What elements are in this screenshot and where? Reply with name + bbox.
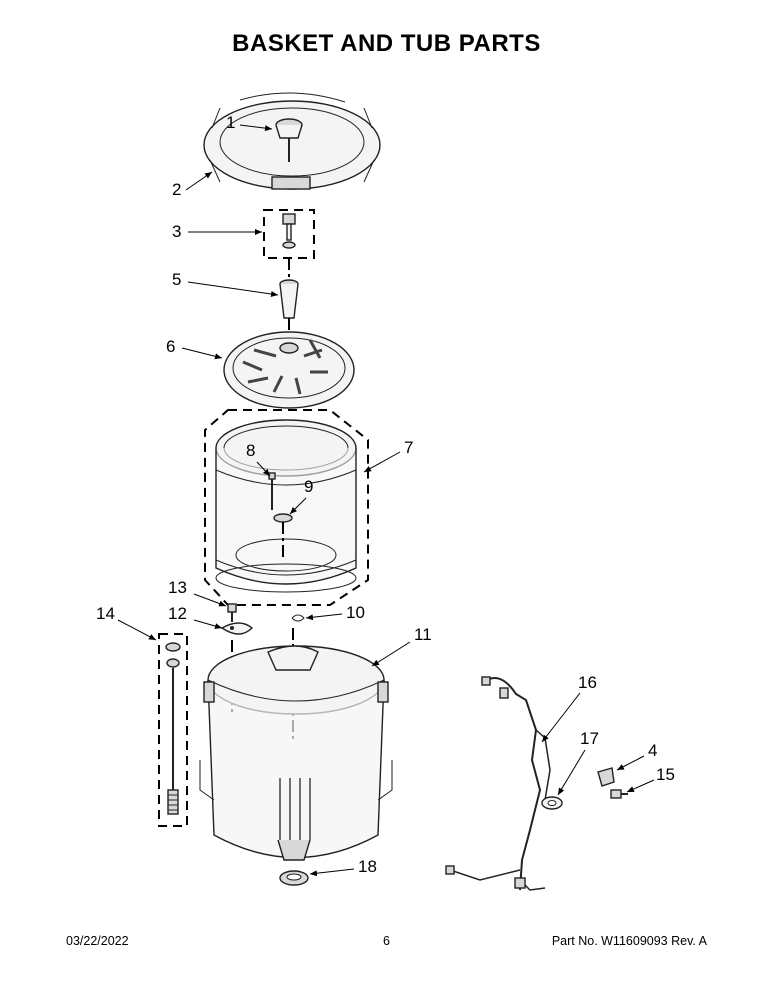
callout-16: 16 bbox=[541, 673, 597, 743]
spring-clip bbox=[291, 614, 305, 622]
callout-7: 7 bbox=[363, 438, 413, 473]
svg-text:12: 12 bbox=[168, 604, 187, 623]
suspension-rod bbox=[165, 642, 181, 815]
svg-text:5: 5 bbox=[172, 270, 181, 289]
svg-text:3: 3 bbox=[172, 222, 181, 241]
svg-text:2: 2 bbox=[172, 180, 181, 199]
page-title: BASKET AND TUB PARTS bbox=[232, 30, 541, 57]
callout-18: 18 bbox=[309, 857, 377, 877]
svg-text:1: 1 bbox=[226, 113, 235, 132]
wire-harness bbox=[445, 676, 551, 891]
callout-2: 2 bbox=[172, 171, 213, 199]
svg-text:13: 13 bbox=[168, 578, 187, 597]
callout-13: 13 bbox=[168, 578, 227, 607]
svg-text:14: 14 bbox=[96, 604, 115, 623]
part14-group-box bbox=[158, 633, 188, 827]
callout-15: 15 bbox=[626, 765, 675, 793]
basket-group-outline bbox=[204, 409, 369, 606]
sensor-screw bbox=[610, 789, 628, 799]
callout-6: 6 bbox=[166, 337, 223, 360]
svg-text:17: 17 bbox=[580, 729, 599, 748]
callout-5: 5 bbox=[172, 270, 279, 297]
callout-14: 14 bbox=[96, 604, 157, 641]
outer-tub bbox=[199, 645, 393, 861]
bolt-assembly bbox=[282, 213, 296, 249]
mounting-screw bbox=[227, 603, 237, 622]
svg-text:8: 8 bbox=[246, 441, 255, 460]
svg-text:15: 15 bbox=[656, 765, 675, 784]
basket-cover-ring bbox=[203, 92, 381, 190]
wash-basket bbox=[215, 419, 357, 593]
callout-11: 11 bbox=[371, 625, 432, 667]
footer-page-number: 6 bbox=[383, 934, 390, 948]
basket-hub-washer bbox=[273, 513, 293, 560]
callout-17: 17 bbox=[557, 729, 599, 796]
svg-text:16: 16 bbox=[578, 673, 597, 692]
impeller-plate bbox=[223, 331, 355, 409]
svg-text:7: 7 bbox=[404, 438, 413, 457]
svg-text:10: 10 bbox=[346, 603, 365, 622]
callout-4: 4 bbox=[616, 741, 657, 771]
svg-text:9: 9 bbox=[304, 477, 313, 496]
svg-text:18: 18 bbox=[358, 857, 377, 876]
svg-text:6: 6 bbox=[166, 337, 175, 356]
callout-10: 10 bbox=[305, 603, 365, 622]
drive-tube bbox=[279, 279, 299, 319]
svg-text:4: 4 bbox=[648, 741, 657, 760]
callout-9: 9 bbox=[289, 477, 313, 515]
basket-bolt bbox=[268, 472, 276, 510]
sensor-bracket bbox=[597, 767, 615, 787]
footer-part-number: Part No. W11609093 Rev. A bbox=[551, 934, 707, 948]
callout-8: 8 bbox=[246, 441, 271, 477]
footer-date: 03/22/2022 bbox=[66, 934, 129, 948]
callout-3: 3 bbox=[172, 222, 262, 241]
svg-text:11: 11 bbox=[414, 625, 432, 644]
tub-seal bbox=[279, 870, 309, 886]
agitator-cap bbox=[275, 118, 303, 162]
callout-12: 12 bbox=[168, 604, 223, 629]
harness-grommet bbox=[541, 796, 563, 810]
mounting-bracket bbox=[220, 622, 254, 635]
callout-1: 1 bbox=[226, 113, 273, 132]
